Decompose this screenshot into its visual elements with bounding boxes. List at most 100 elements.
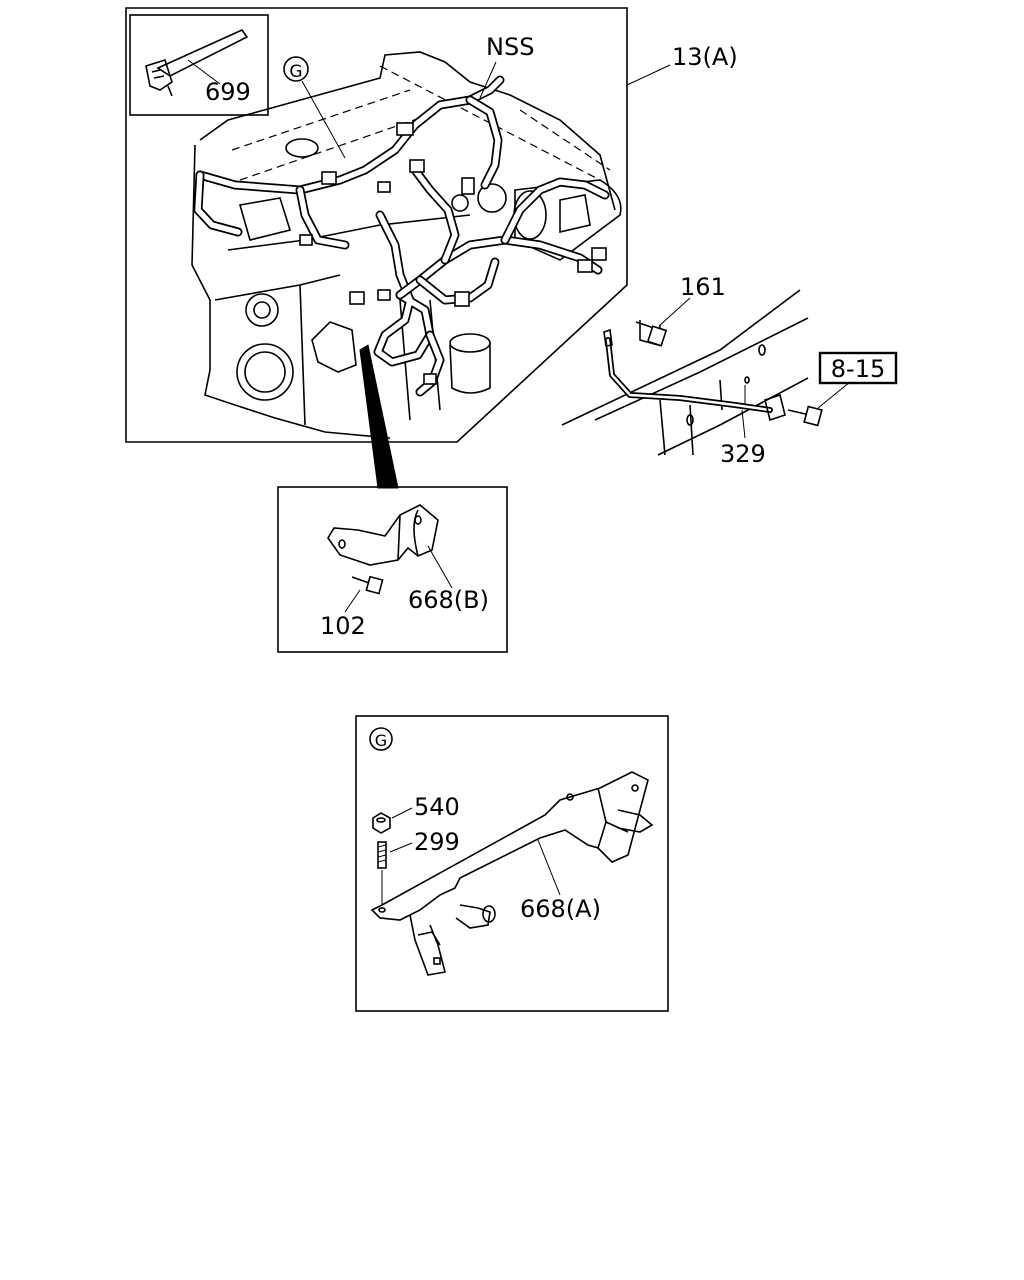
callout-g-engine: G — [283, 56, 346, 159]
bolt-102-leader — [344, 589, 361, 613]
label-668a: 668(A) — [520, 895, 601, 923]
engine-port-upper-inner — [253, 301, 271, 319]
engine-left-outline — [191, 144, 391, 439]
nut-540-hole — [376, 817, 386, 823]
nut-540-leader — [391, 807, 413, 819]
connector — [377, 289, 391, 301]
bracket-668a-tab — [617, 809, 654, 833]
connector — [321, 171, 337, 185]
clip-strap — [156, 29, 249, 77]
connector — [396, 122, 414, 136]
bracket-a-leader — [537, 839, 561, 896]
frame-hole — [758, 344, 766, 356]
bracket-a-hole — [566, 793, 574, 801]
nss-leader — [479, 61, 497, 99]
ground-cable-329: 329 — [603, 328, 786, 468]
bracket-b-leader — [427, 545, 453, 589]
connector — [423, 373, 437, 385]
oil-filter-top — [449, 333, 491, 353]
engine-fuse-box — [238, 197, 292, 241]
stud-299-thread — [377, 844, 387, 863]
bolt-102-head — [365, 575, 384, 595]
cable-terminal — [764, 393, 786, 422]
bracket-668a-leg — [409, 914, 446, 976]
ref-box-leader — [817, 381, 851, 409]
ground-bolt-head — [803, 405, 823, 427]
frame-rail-line-lower — [657, 377, 809, 456]
engine-view-frame — [125, 7, 628, 443]
label-161: 161 — [680, 273, 726, 301]
detail-g-inset: G 540 299 668(A) — [355, 715, 669, 1012]
detail-g-frame — [355, 715, 669, 1012]
engine-hidden-lines — [231, 65, 611, 181]
engine-head-line — [227, 214, 471, 251]
detail-g-circle — [369, 727, 393, 751]
ground-bolt — [787, 381, 851, 427]
cable-329-leader — [741, 409, 746, 439]
detail-g-letter: G — [375, 731, 387, 750]
label-13a: 13(A) — [672, 43, 738, 71]
ref-box — [818, 351, 898, 385]
bracket-668a-clip — [455, 904, 491, 929]
connector — [577, 259, 593, 273]
cable-mark-hole — [744, 376, 750, 384]
clip-leader — [187, 59, 221, 85]
label-329: 329 — [720, 440, 766, 468]
connector — [591, 247, 607, 261]
bolt-161-head — [646, 325, 668, 347]
bracket-668a-clip-end — [482, 905, 496, 923]
engine-pulley — [236, 343, 294, 401]
engine-harness-view: 699 — [125, 7, 738, 489]
cable-terminal-top — [603, 328, 613, 347]
label-299: 299 — [414, 828, 460, 856]
clip-699-inset: 699 — [129, 14, 269, 116]
starter-motor — [451, 179, 622, 261]
oil-filter — [449, 333, 491, 394]
bracket-668a-fold — [597, 787, 629, 849]
frame-rail-cross — [659, 379, 723, 456]
bracket-668a-slot — [433, 957, 441, 965]
connector — [454, 291, 470, 307]
connector — [409, 159, 425, 173]
frame-hole — [686, 414, 694, 426]
connector — [377, 181, 391, 193]
bracket-a-hole — [631, 784, 639, 792]
bracket-b-frame — [277, 486, 508, 653]
bracket-668b-fold — [397, 509, 419, 561]
oil-filler-cap — [285, 138, 319, 158]
frame-rail-line-mid — [594, 317, 809, 421]
bolt-161-leader — [658, 297, 691, 327]
bracket-b-inset: 102 668(B) — [277, 486, 508, 653]
circle-g-leader — [301, 80, 346, 159]
bolt-161: 161 — [635, 273, 726, 347]
label-699: 699 — [205, 78, 251, 106]
engine-pulley-inner — [244, 351, 286, 393]
connector — [461, 177, 475, 195]
detail-pointer-arrow — [359, 344, 399, 489]
clip-detail — [151, 69, 173, 97]
circle-g-letter: G — [289, 62, 302, 82]
frame-ground-view: 161 329 8-15 — [561, 273, 898, 468]
label-13a-leader — [626, 64, 671, 86]
engine-port-upper — [245, 293, 279, 327]
clip-head — [145, 58, 173, 91]
bracket-668b — [327, 504, 439, 566]
starter-body — [514, 179, 622, 261]
engine-top-outline — [199, 51, 616, 211]
label-8-15: 8-15 — [831, 355, 885, 383]
bracket-668a-leg-fold — [417, 931, 441, 946]
clip-inset-frame — [129, 14, 269, 116]
starter-solenoid — [559, 194, 591, 234]
sensor-round — [477, 183, 507, 213]
label-668b: 668(B) — [408, 586, 489, 614]
label-nss: NSS — [486, 33, 534, 61]
frame-rail-line-upper — [561, 289, 801, 426]
stud-299-leader — [389, 842, 413, 853]
engine-bracket-mount — [311, 321, 357, 373]
circle-g-marker — [283, 56, 309, 82]
bracket-b-hole — [338, 539, 346, 549]
connector — [299, 234, 313, 246]
connector — [349, 291, 365, 305]
engine-front-cover — [214, 274, 341, 426]
